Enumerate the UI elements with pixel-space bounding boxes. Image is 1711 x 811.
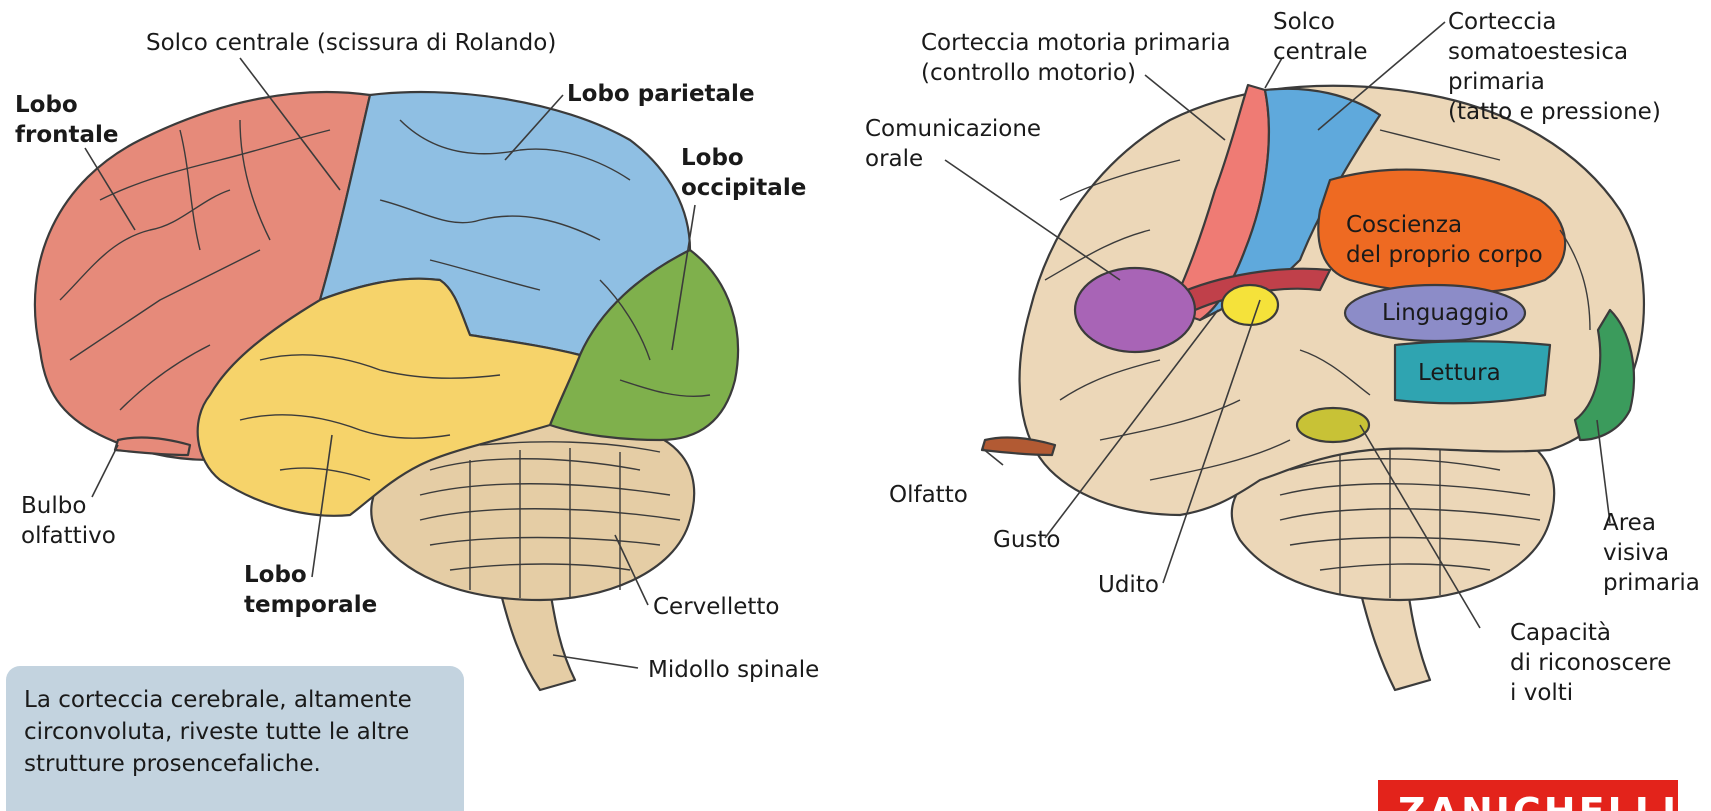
label-gusto: Gusto <box>993 525 1060 555</box>
publisher-logo: ZANICHELLI <box>1378 780 1678 811</box>
label-cervelletto: Cervelletto <box>653 592 779 622</box>
label-olfatto: Olfatto <box>889 480 968 510</box>
left-spinal-cord <box>500 590 575 690</box>
publisher-logo-text: ZANICHELLI <box>1398 790 1678 811</box>
right-face-area <box>1297 408 1369 442</box>
right-brain <box>982 85 1644 690</box>
label-solco-centrale-right: Solco centrale <box>1273 7 1367 67</box>
label-area-visiva: Area visiva primaria <box>1603 508 1700 598</box>
label-corteccia-motoria: Corteccia motoria primaria (controllo mo… <box>921 28 1231 88</box>
label-corteccia-somatoestesica: Corteccia somatoestesica primaria (tatto… <box>1448 7 1661 127</box>
label-udito: Udito <box>1098 570 1159 600</box>
label-riconoscere-volti: Capacità di riconoscere i volti <box>1510 618 1671 708</box>
label-comunicazione-orale: Comunicazione orale <box>865 114 1041 174</box>
right-spinal-cord <box>1360 590 1430 690</box>
label-bulbo-olfattivo: Bulbo olfattivo <box>21 491 116 551</box>
label-lettura: Lettura <box>1418 358 1501 388</box>
label-lobo-temporale: Lobo temporale <box>244 560 377 620</box>
label-lobo-frontale: Lobo frontale <box>15 90 119 150</box>
right-taste-area <box>1222 285 1278 325</box>
label-lobo-occipitale: Lobo occipitale <box>681 143 806 203</box>
label-solco-centrale-left: Solco centrale (scissura di Rolando) <box>146 28 556 58</box>
label-midollo-spinale: Midollo spinale <box>648 655 819 685</box>
right-speech-area <box>1075 268 1195 352</box>
caption-box: La corteccia cerebrale, altamente circon… <box>6 666 464 811</box>
label-linguaggio: Linguaggio <box>1382 298 1509 328</box>
label-coscienza: Coscienza del proprio corpo <box>1346 210 1543 270</box>
caption-text: La corteccia cerebrale, altamente circon… <box>24 684 454 780</box>
label-lobo-parietale: Lobo parietale <box>567 79 755 109</box>
left-brain <box>35 92 738 690</box>
